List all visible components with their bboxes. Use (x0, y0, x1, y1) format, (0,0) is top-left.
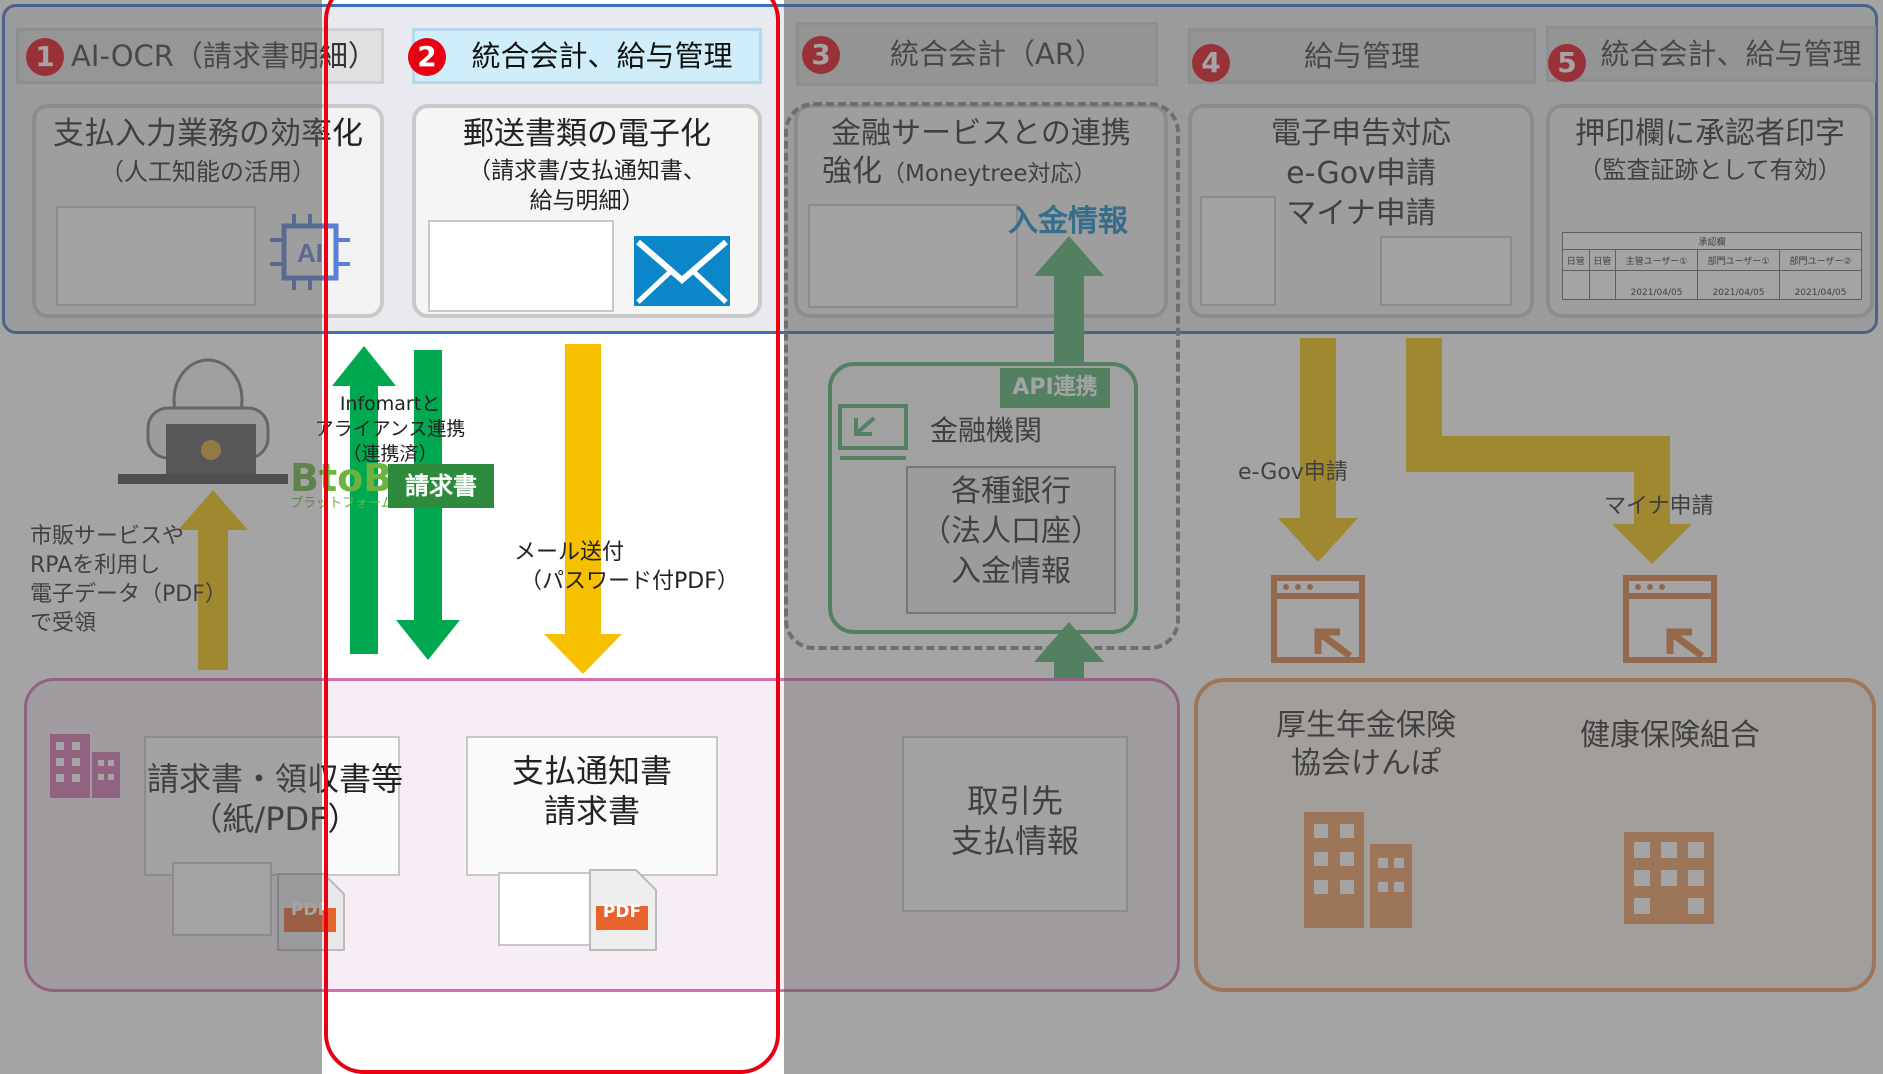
market-text-3: 電子データ（PDF） (30, 582, 227, 607)
header-col5-text: 統合会計、給与管理 (1600, 37, 1862, 71)
number-badge-2: 2 (408, 38, 446, 76)
approval-stamp-table: 承認欄 日管 日管 主管ユーザー① 部門ユーザー① 部門ユーザー② 2021/0… (1562, 232, 1862, 300)
card-col2-title: 郵送書類の電子化 (463, 116, 711, 152)
btob-invoice-badge: 請求書 (388, 464, 494, 508)
card-col2-sub1: （請求書/支払通知書、 (468, 158, 706, 184)
myna-elbow-arrow (1406, 338, 1706, 564)
building-icon-left (46, 734, 122, 798)
bank-doc-line2: （法人口座） (921, 514, 1101, 549)
org1-line2: 協会けんぽ (1291, 746, 1441, 781)
market-text-4: で受領 (30, 611, 97, 636)
card-col2-sub2: 給与明細） (529, 188, 645, 214)
header-col4: 給与管理 (1188, 28, 1536, 84)
stamp-col: 日管 (1588, 249, 1617, 271)
header-col2: 統合会計、給与管理 (412, 28, 762, 84)
header-col3: 統合会計（AR） (796, 22, 1158, 86)
vendor-doc-3-line1: 取引先 (966, 782, 1063, 820)
card-col4-line1: 電子申告対応 (1271, 116, 1451, 151)
number-badge-1: 1 (26, 38, 64, 76)
myna-screenshot (1380, 236, 1512, 306)
upload-arrow-left (178, 490, 248, 670)
invoice-thumbnail (56, 206, 256, 306)
stamp-date: 2021/04/05 (1615, 270, 1699, 300)
number-badge-5: 5 (1548, 44, 1586, 82)
stamp-col: 部門ユーザー① (1697, 249, 1780, 271)
stamp-col: 日管 (1562, 249, 1590, 271)
receipt-thumbnail (172, 862, 272, 936)
stamp-date (1562, 270, 1590, 300)
vendor-doc-2-line1: 支払通知書 (511, 752, 672, 790)
stamp-header: 承認欄 (1562, 232, 1862, 250)
bank-title: 金融機関 (930, 414, 1043, 447)
building-icon-org2 (1624, 832, 1714, 924)
card-col4-line2: e-Gov申請 (1286, 156, 1436, 191)
header-col4-text: 給与管理 (1303, 39, 1420, 73)
number-badge-3: 3 (802, 36, 840, 74)
bank-doc-line1: 各種銀行 (951, 474, 1071, 509)
header-col2-text: 統合会計、給与管理 (471, 39, 733, 73)
myna-label: マイナ申請 (1604, 494, 1714, 519)
number-badge-4: 4 (1192, 44, 1230, 82)
market-text-2: RPAを利用し (30, 553, 161, 578)
highlight-frame-col2 (324, 0, 780, 1074)
payslip-thumbnail (428, 220, 614, 312)
egov-label: e-Gov申請 (1238, 460, 1348, 485)
building-icon-org1 (1304, 812, 1412, 928)
pdf-label-center: PDF (602, 902, 642, 922)
stamp-date: 2021/04/05 (1697, 270, 1780, 300)
egov-browser-icon (1270, 574, 1366, 664)
vendor-doc-2-line2: 請求書 (543, 792, 640, 830)
org2-label: 健康保険組合 (1580, 718, 1760, 753)
infomart-label-1: Infomartと (339, 393, 441, 415)
svg-text:AI: AI (297, 238, 323, 268)
mail-icon (632, 234, 732, 308)
stamp-date: 2021/04/05 (1779, 270, 1862, 300)
market-text-1: 市販サービスや (30, 524, 185, 549)
vendor-doc-2 (466, 736, 718, 876)
header-col5: 統合会計、給与管理 (1546, 26, 1876, 82)
vendor-doc-3-line2: 支払情報 (950, 822, 1079, 860)
egov-down-arrow (1278, 338, 1358, 562)
stamp-col: 部門ユーザー② (1779, 249, 1862, 271)
bank-doc-line3: 入金情報 (951, 554, 1071, 589)
myna-browser-icon (1622, 574, 1718, 664)
org1-line1: 厚生年金保険 (1276, 708, 1456, 743)
pdf-icon-center (588, 868, 658, 952)
green-up-arrow (332, 346, 396, 654)
card-col5-title: 押印欄に承認者印字 (1575, 116, 1845, 151)
api-up-arrow (1034, 236, 1104, 366)
egov-screenshot (1200, 196, 1276, 306)
infomart-label-3: （連携済） (342, 443, 438, 465)
infomart-label-2: アライアンス連携 (314, 418, 466, 440)
card-col5-sub: （監査証跡として有効） (1578, 156, 1842, 184)
robot-icon (118, 350, 288, 490)
mail-down-arrow (544, 344, 622, 674)
mail-label-2: （パスワード付PDF） (520, 569, 739, 594)
api-badge: API連携 (1000, 368, 1110, 408)
header-col3-text: 統合会計（AR） (890, 37, 1104, 71)
bank-monitor-icon (838, 404, 908, 462)
stamp-date (1588, 270, 1617, 300)
stamp-col: 主管ユーザー① (1615, 249, 1699, 271)
mail-label-1: メール送付 (514, 540, 625, 565)
